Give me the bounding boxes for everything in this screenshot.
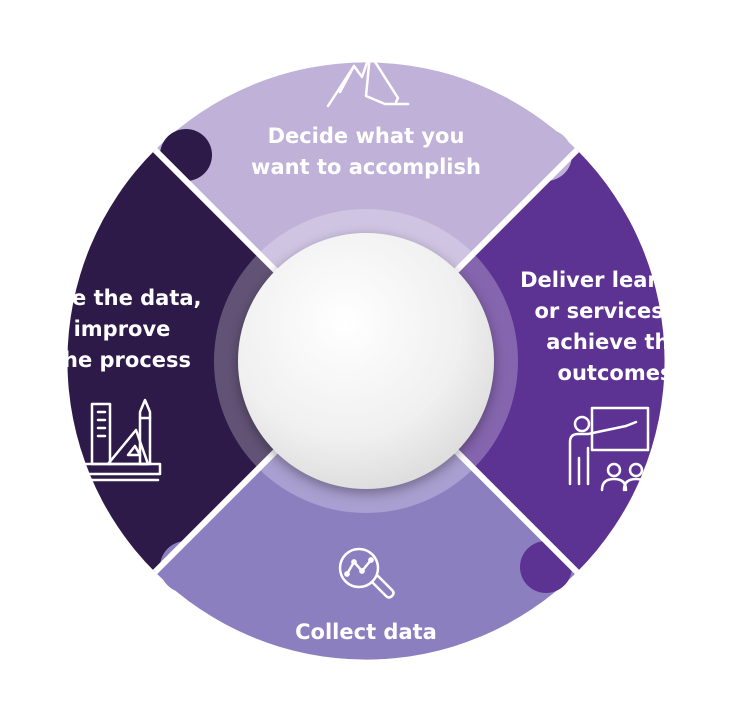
puzzle-tab-bottom-left: [160, 541, 212, 593]
segment-label-line: Use the data,: [42, 286, 202, 310]
segment-label-line: improve: [73, 317, 171, 341]
segment-label-line: Decide what you: [267, 124, 465, 148]
segment-use: [67, 150, 366, 572]
puzzle-tab-bottom-right: [520, 541, 572, 593]
mountain-flag-icon: [326, 34, 410, 108]
design-tools-laptop-icon: [80, 398, 162, 482]
segment-deliver: [366, 150, 665, 572]
center-disc: [238, 233, 494, 489]
segment-decide: [155, 62, 577, 362]
segment-label-deliver: Deliver learning or services to achieve …: [505, 265, 725, 389]
segment-label-line: Deliver learning: [520, 268, 710, 292]
segment-label-line: the process: [52, 348, 192, 372]
puzzle-tab-top-left: [160, 129, 212, 181]
segment-label-collect: Collect data: [236, 617, 496, 648]
segment-label-line: or services to: [534, 299, 696, 323]
segment-label-line: achieve the: [546, 330, 684, 354]
segment-label-decide: Decide what you want to accomplish: [236, 121, 496, 183]
puzzle-tab-top-right: [520, 129, 572, 181]
segment-label-line: want to accomplish: [251, 155, 481, 179]
presentation-teacher-icon: [568, 406, 650, 492]
segment-label-line: Collect data: [295, 620, 437, 644]
segment-label-use: Use the data, improve the process: [22, 283, 222, 376]
analytics-magnifier-icon: [338, 547, 395, 599]
segment-label-line: outcomes: [557, 361, 673, 385]
segment-collect: [155, 361, 577, 660]
